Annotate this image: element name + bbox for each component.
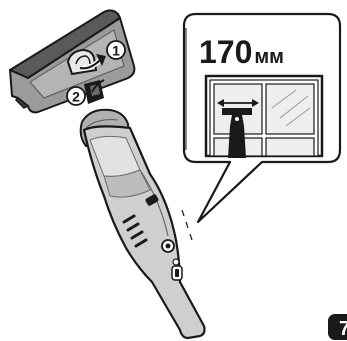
step-1-badge: 1	[107, 41, 125, 59]
window-frame-icon	[206, 76, 322, 156]
charging-port-icon	[172, 266, 182, 280]
power-button-icon	[162, 240, 174, 252]
width-number: 170	[199, 34, 252, 70]
step-2-badge: 2	[67, 87, 85, 105]
width-unit: мм	[254, 46, 284, 68]
page-marker: 7	[328, 314, 347, 340]
step-1-number: 1	[112, 43, 120, 59]
page-marker-number: 7	[339, 318, 347, 340]
step-2-number: 2	[72, 89, 80, 105]
